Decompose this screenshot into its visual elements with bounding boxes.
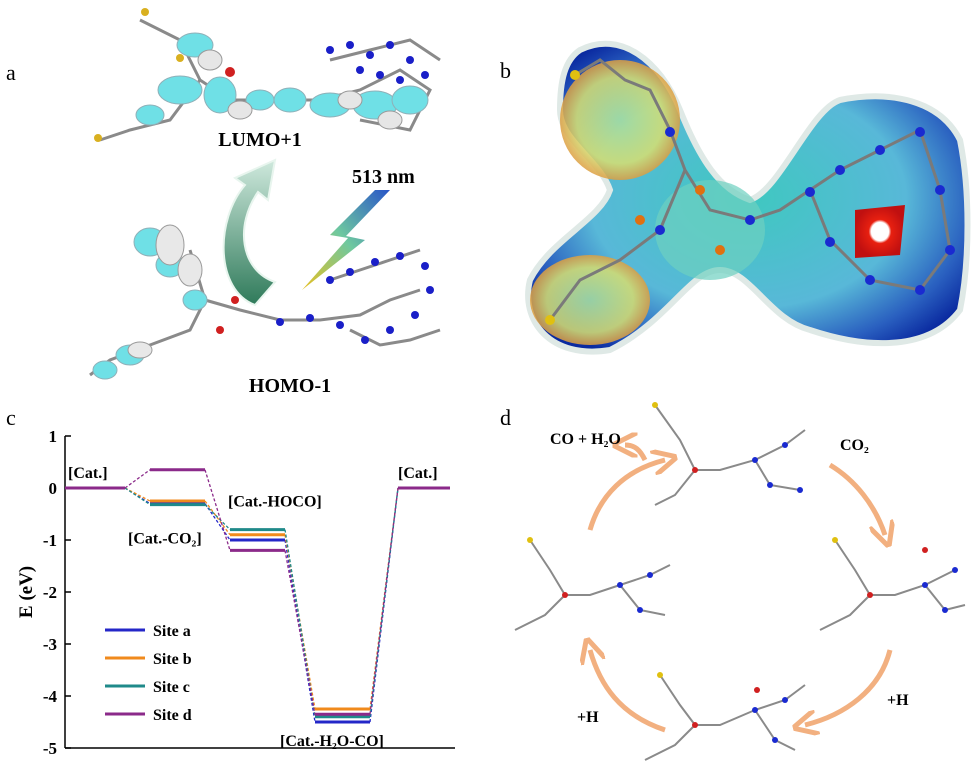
- legend-label: Site a: [153, 623, 191, 640]
- esp-center-hole: [855, 205, 905, 258]
- excitation-arrow-icon: [222, 158, 277, 307]
- connector-site-d: [284, 550, 316, 715]
- connector-site-b: [204, 500, 231, 536]
- label-h-left: +H: [577, 709, 599, 726]
- y-tick-label: -3: [43, 635, 57, 654]
- homo-molecule: [89, 224, 441, 380]
- energy-profile-chart: 1 0 -1 -2 -3 -4 -5 E (eV) [Cat.] [Cat.-CO₂] [Cat.-…: [16, 427, 455, 758]
- connector-site-d: [124, 469, 151, 489]
- state-label: [Cat.-HOCO]: [228, 493, 322, 510]
- label-h-right: +H: [887, 692, 909, 709]
- state-label: [Cat.-H₂O-CO]: [280, 733, 384, 750]
- y-axis-label: E (eV): [16, 566, 37, 618]
- cycle-arrow-bottom-left: [590, 650, 666, 733]
- panel-d-letter: d: [500, 405, 511, 430]
- y-tick-label: 1: [49, 427, 58, 446]
- molecule-right: [819, 539, 966, 631]
- label-co-h2o: CO + H₂O: [550, 431, 621, 448]
- panel-b-letter: b: [500, 58, 511, 83]
- connector-site-a: [124, 487, 151, 505]
- connector-site-d: [369, 487, 399, 715]
- state-label: [Cat.-CO₂]: [128, 531, 202, 548]
- wavelength-label: 513 nm: [352, 166, 415, 188]
- state-label: [Cat.]: [398, 465, 438, 482]
- panel-a-letter: a: [6, 60, 16, 85]
- legend-label: Site c: [153, 679, 190, 696]
- y-tick-label: 0: [49, 479, 58, 498]
- connector-site-c: [204, 504, 231, 531]
- legend-label: Site b: [153, 651, 192, 668]
- panel-b-esp-map: [525, 40, 971, 355]
- panel-c-letter: c: [6, 405, 16, 430]
- cycle-arrow-release: [625, 445, 648, 462]
- molecule-left: [514, 539, 671, 631]
- state-label: [Cat.]: [68, 465, 108, 482]
- cycle-arrow-left-top: [587, 460, 665, 531]
- connector-site-d: [204, 469, 231, 551]
- y-tick-label: -2: [43, 583, 57, 602]
- molecule-bottom: [644, 674, 806, 761]
- label-co2: CO₂: [840, 437, 869, 454]
- cycle-arrow-right-bottom: [805, 649, 893, 725]
- lumo-molecule: [94, 8, 441, 142]
- legend-label: Site d: [153, 707, 192, 724]
- panel-d-catalytic-cycle: CO + H₂O CO₂ +H +H: [514, 402, 966, 761]
- lumo-label: LUMO+1: [218, 129, 302, 151]
- panel-a-orbitals: LUMO+1 513 nm HOMO-1: [89, 8, 441, 397]
- y-tick-label: -5: [43, 739, 57, 758]
- connector-site-c: [124, 487, 151, 506]
- y-tick-label: -4: [43, 687, 58, 706]
- connector-site-b: [284, 534, 316, 710]
- y-tick-label: -1: [43, 531, 57, 550]
- molecule-top: [654, 404, 806, 506]
- cycle-arrow-top-right: [828, 462, 885, 535]
- connector-site-b: [124, 487, 151, 502]
- homo-label: HOMO-1: [249, 375, 331, 397]
